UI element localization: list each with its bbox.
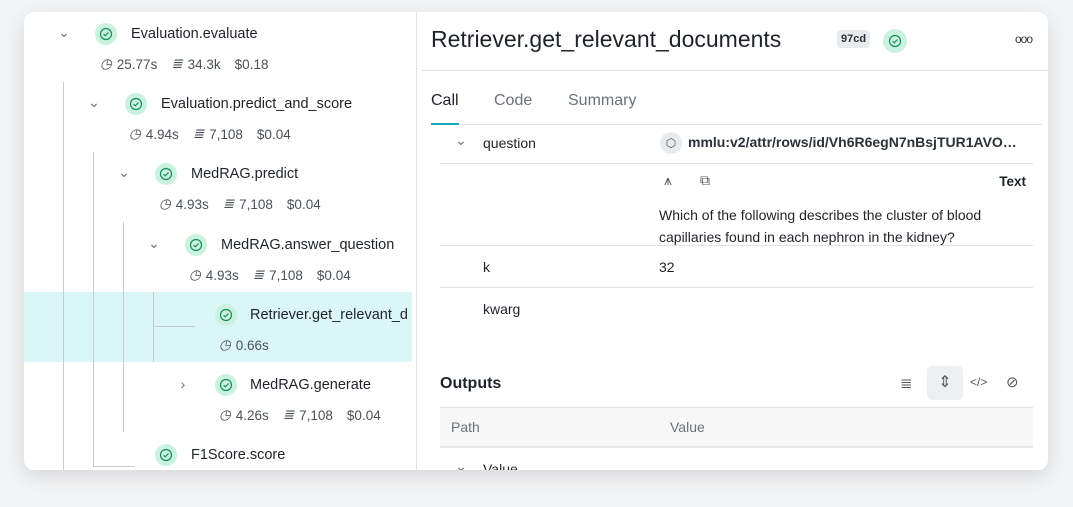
tab-call[interactable]: Call [431, 92, 459, 109]
database-icon: ≣ [282, 407, 295, 422]
node-stats: ◷0.66s [219, 337, 269, 353]
row-divider [440, 245, 1033, 246]
hide-icon[interactable]: ⊘ [1006, 374, 1019, 391]
node-name: Retriever.get_relevant_d [250, 307, 408, 323]
node-stats: ◷4.93s≣7,108$0.04 [159, 196, 321, 212]
call-id-badge[interactable]: 97cd [837, 30, 871, 48]
chevron-right-icon[interactable]: › [180, 376, 186, 392]
node-name: MedRAG.predict [191, 166, 299, 182]
tree-line [93, 152, 94, 467]
panel-divider[interactable] [416, 12, 417, 470]
input-key-kwarg: kwarg [483, 301, 521, 317]
clock-icon: ◷ [129, 126, 141, 141]
check-circle-icon [125, 93, 147, 115]
selected-row-highlight [24, 292, 412, 362]
chevron-down-icon[interactable]: ⌄ [148, 235, 160, 251]
row-divider [440, 287, 1033, 288]
node-stats: ◷4.26s≣7,108$0.04 [219, 407, 381, 423]
clock-icon: ◷ [219, 407, 231, 422]
tabs-divider [431, 124, 1042, 125]
trace-window: ⌄ Evaluation.evaluate ◷25.77s≣34.3k$0.18… [24, 12, 1048, 470]
tree-line [153, 292, 154, 362]
tab-code[interactable]: Code [494, 92, 533, 109]
chevron-down-icon[interactable]: ⌄ [88, 94, 100, 110]
node-name: MedRAG.generate [250, 377, 371, 393]
text-format-label[interactable]: Text [999, 174, 1026, 189]
node-stats: ◷4.93s≣7,108$0.04 [189, 267, 351, 283]
check-circle-icon [185, 234, 207, 256]
check-circle-icon [215, 304, 237, 326]
code-view-icon[interactable]: </> [970, 375, 988, 389]
active-tab-indicator [431, 123, 459, 125]
check-circle-icon [215, 374, 237, 396]
header-divider [421, 70, 1048, 71]
tab-summary[interactable]: Summary [568, 92, 637, 109]
database-icon: ≣ [192, 126, 205, 141]
node-name: Evaluation.evaluate [131, 26, 258, 42]
chevron-down-icon[interactable]: ⌄ [455, 132, 467, 148]
tree-line [63, 82, 64, 470]
input-value-k: 32 [659, 259, 675, 275]
node-stats: ◷25.77s≣34.3k$0.18 [100, 56, 269, 72]
question-ref-link[interactable]: mmlu:v2/attr/rows/id/Vh6R6egN7nBsjTUR1AV… [688, 134, 1017, 150]
check-circle-icon [95, 23, 117, 45]
clock-icon: ◷ [189, 267, 201, 282]
node-name: Evaluation.predict_and_score [161, 96, 353, 112]
database-icon: ≣ [222, 196, 235, 211]
clock-icon: ◷ [219, 337, 231, 352]
question-text: Which of the following describes the clu… [659, 207, 982, 245]
database-icon: ≣ [171, 56, 183, 71]
outputs-table-header [440, 407, 1033, 448]
tree-line [153, 326, 195, 327]
tree-line [123, 222, 124, 432]
outputs-heading: Outputs [440, 375, 502, 392]
output-row-value: Value [483, 461, 518, 470]
input-key-k: k [483, 259, 490, 275]
more-options-icon[interactable]: ooo [1014, 32, 1033, 46]
node-name: MedRAG.answer_question [221, 237, 395, 253]
clock-icon: ◷ [159, 196, 171, 211]
trace-tree: ⌄ Evaluation.evaluate ◷25.77s≣34.3k$0.18… [24, 12, 416, 470]
column-header-path[interactable]: Path [451, 419, 480, 435]
input-key-question: question [483, 135, 536, 151]
check-circle-icon [883, 29, 907, 53]
row-divider [440, 163, 1033, 164]
node-stats: ◷4.94s≣7,108$0.04 [129, 126, 291, 142]
call-title: Retriever.get_relevant_documents [431, 26, 782, 52]
clock-icon: ◷ [100, 56, 112, 71]
node-name: F1Score.score [191, 447, 286, 463]
check-circle-icon [155, 444, 177, 466]
chevron-down-icon[interactable]: ⌄ [455, 458, 467, 470]
cube-icon: ⬡ [660, 132, 682, 154]
chevron-down-icon[interactable]: ⌄ [58, 24, 70, 40]
copy-icon[interactable]: ⧉ [700, 172, 710, 188]
collapse-icon[interactable]: ⩚ [664, 172, 672, 188]
database-icon: ≣ [252, 267, 265, 282]
column-header-value[interactable]: Value [670, 419, 705, 435]
expand-rows-icon[interactable]: ⇕ [927, 366, 963, 400]
call-detail-panel: Retriever.get_relevant_documents 97cd oo… [417, 12, 1048, 470]
check-circle-icon [155, 163, 177, 185]
tree-line [93, 466, 135, 467]
list-view-icon[interactable]: ≣ [900, 375, 913, 392]
chevron-down-icon[interactable]: ⌄ [118, 164, 130, 180]
